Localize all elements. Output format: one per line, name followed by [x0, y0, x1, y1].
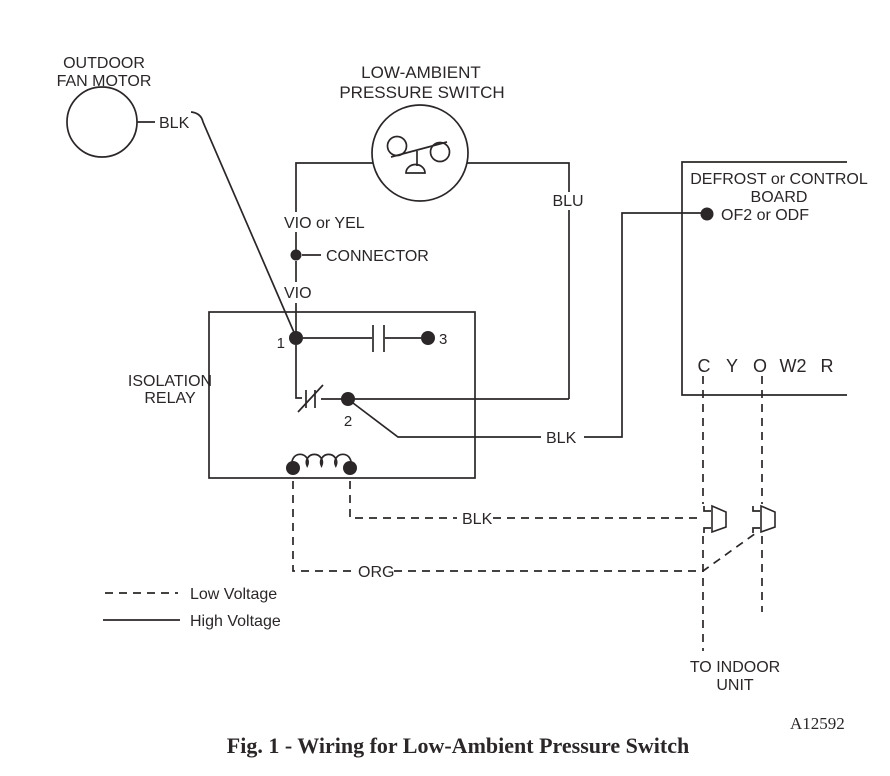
- coil-terminal-left-dot: [286, 461, 300, 475]
- relay-label-line2: RELAY: [144, 390, 196, 407]
- plug-connector-left-icon: [703, 504, 727, 534]
- relay-terminal-3-label: 3: [439, 331, 447, 348]
- legend: Low Voltage High Voltage: [103, 586, 281, 630]
- board-terminal-w2: W2: [780, 356, 807, 376]
- wire-blu: BLU: [467, 162, 584, 399]
- of2-label: OF2 or ODF: [721, 207, 809, 224]
- low-voltage-wiring: ORG BLK: [292, 376, 763, 651]
- wire-vio: VIO or YEL CONNECTOR VIO: [284, 162, 429, 334]
- quick-connect-plugs: [703, 504, 776, 534]
- wire-blu-upper: [467, 162, 570, 192]
- isolation-relay: ISOLATION RELAY 1 3 2: [128, 311, 569, 479]
- wire-blk-to-board: BLK: [352, 212, 701, 447]
- relay-terminal-2-label: 2: [344, 413, 352, 430]
- wire-blk-board-left: [352, 402, 541, 438]
- fan-wire-blk: [190, 111, 297, 338]
- fan-motor-label-line2: FAN MOTOR: [57, 73, 152, 90]
- plug-left-tick-top: [703, 506, 711, 512]
- board-label-line2: BOARD: [751, 189, 808, 206]
- relay-terminal-1-dot: [289, 331, 303, 345]
- relay-label-line1: ISOLATION: [128, 373, 212, 390]
- connector-label: CONNECTOR: [326, 248, 429, 265]
- relay-terminal-3-dot: [421, 331, 435, 345]
- blk-board-label: BLK: [546, 430, 577, 447]
- wire-blk-board-right: [584, 212, 701, 438]
- pressure-switch-label-line2: PRESSURE SWITCH: [339, 83, 504, 102]
- connector-dot: [290, 249, 302, 261]
- wire-org-dashed-left: [292, 481, 355, 572]
- fan-motor-label-line1: OUTDOOR: [63, 55, 145, 72]
- to-indoor-label-line1: TO INDOOR: [690, 659, 780, 676]
- vio-label: VIO: [284, 285, 312, 302]
- board-terminal-c: C: [698, 356, 711, 376]
- relay-box: [208, 311, 476, 479]
- to-indoor-unit: TO INDOOR UNIT: [690, 659, 780, 694]
- org-label: ORG: [358, 564, 394, 581]
- board-terminal-o: O: [753, 356, 767, 376]
- pressure-switch-diaphragm-icon: [405, 163, 426, 174]
- board-terminal-r: R: [821, 356, 834, 376]
- figure-footer: A12592 Fig. 1 - Wiring for Low-Ambient P…: [227, 714, 845, 758]
- wire-vio-upper: [295, 162, 373, 212]
- legend-low-voltage-label: Low Voltage: [190, 586, 277, 603]
- plug-right-tick-top: [752, 506, 760, 512]
- to-indoor-label-line2: UNIT: [716, 677, 754, 694]
- legend-high-voltage-label: High Voltage: [190, 613, 281, 630]
- board-outline: [681, 161, 847, 396]
- of2-terminal-dot: [700, 207, 714, 221]
- plug-connector-right-icon: [752, 504, 776, 534]
- outdoor-fan-motor: OUTDOOR FAN MOTOR BLK: [57, 55, 297, 338]
- defrost-control-board: DEFROST or CONTROL BOARD OF2 or ODF C Y …: [681, 161, 868, 396]
- plug-right-tick-bottom: [752, 527, 760, 533]
- pressure-switch-circle: [371, 104, 469, 202]
- plug-left-tick-bottom: [703, 527, 711, 533]
- pressure-switch-lever: [390, 141, 448, 158]
- nc-contact-slash: [297, 384, 324, 413]
- relay-t1-down-wire: [295, 345, 302, 399]
- blk-low-label: BLK: [462, 511, 493, 528]
- figure-code: A12592: [790, 714, 845, 733]
- relay-coil: [291, 453, 352, 468]
- relay-terminal-2-dot: [341, 392, 355, 406]
- blu-label: BLU: [552, 193, 583, 210]
- board-terminal-y: Y: [726, 356, 738, 376]
- pressure-switch-contact-right: [429, 141, 451, 163]
- coil-terminal-right-dot: [343, 461, 357, 475]
- plug-right-body: [760, 504, 776, 534]
- fan-wire-blk-label: BLK: [159, 115, 190, 132]
- board-label-line1: DEFROST or CONTROL: [690, 171, 868, 188]
- pressure-switch-label-line1: LOW-AMBIENT: [361, 63, 481, 82]
- low-ambient-pressure-switch: LOW-AMBIENT PRESSURE SWITCH: [339, 63, 505, 202]
- plug-left-body: [711, 504, 727, 534]
- relay-terminal-1-label: 1: [277, 335, 285, 352]
- figure-caption: Fig. 1 - Wiring for Low-Ambient Pressure…: [227, 733, 689, 758]
- vio-or-yel-label: VIO or YEL: [284, 215, 365, 232]
